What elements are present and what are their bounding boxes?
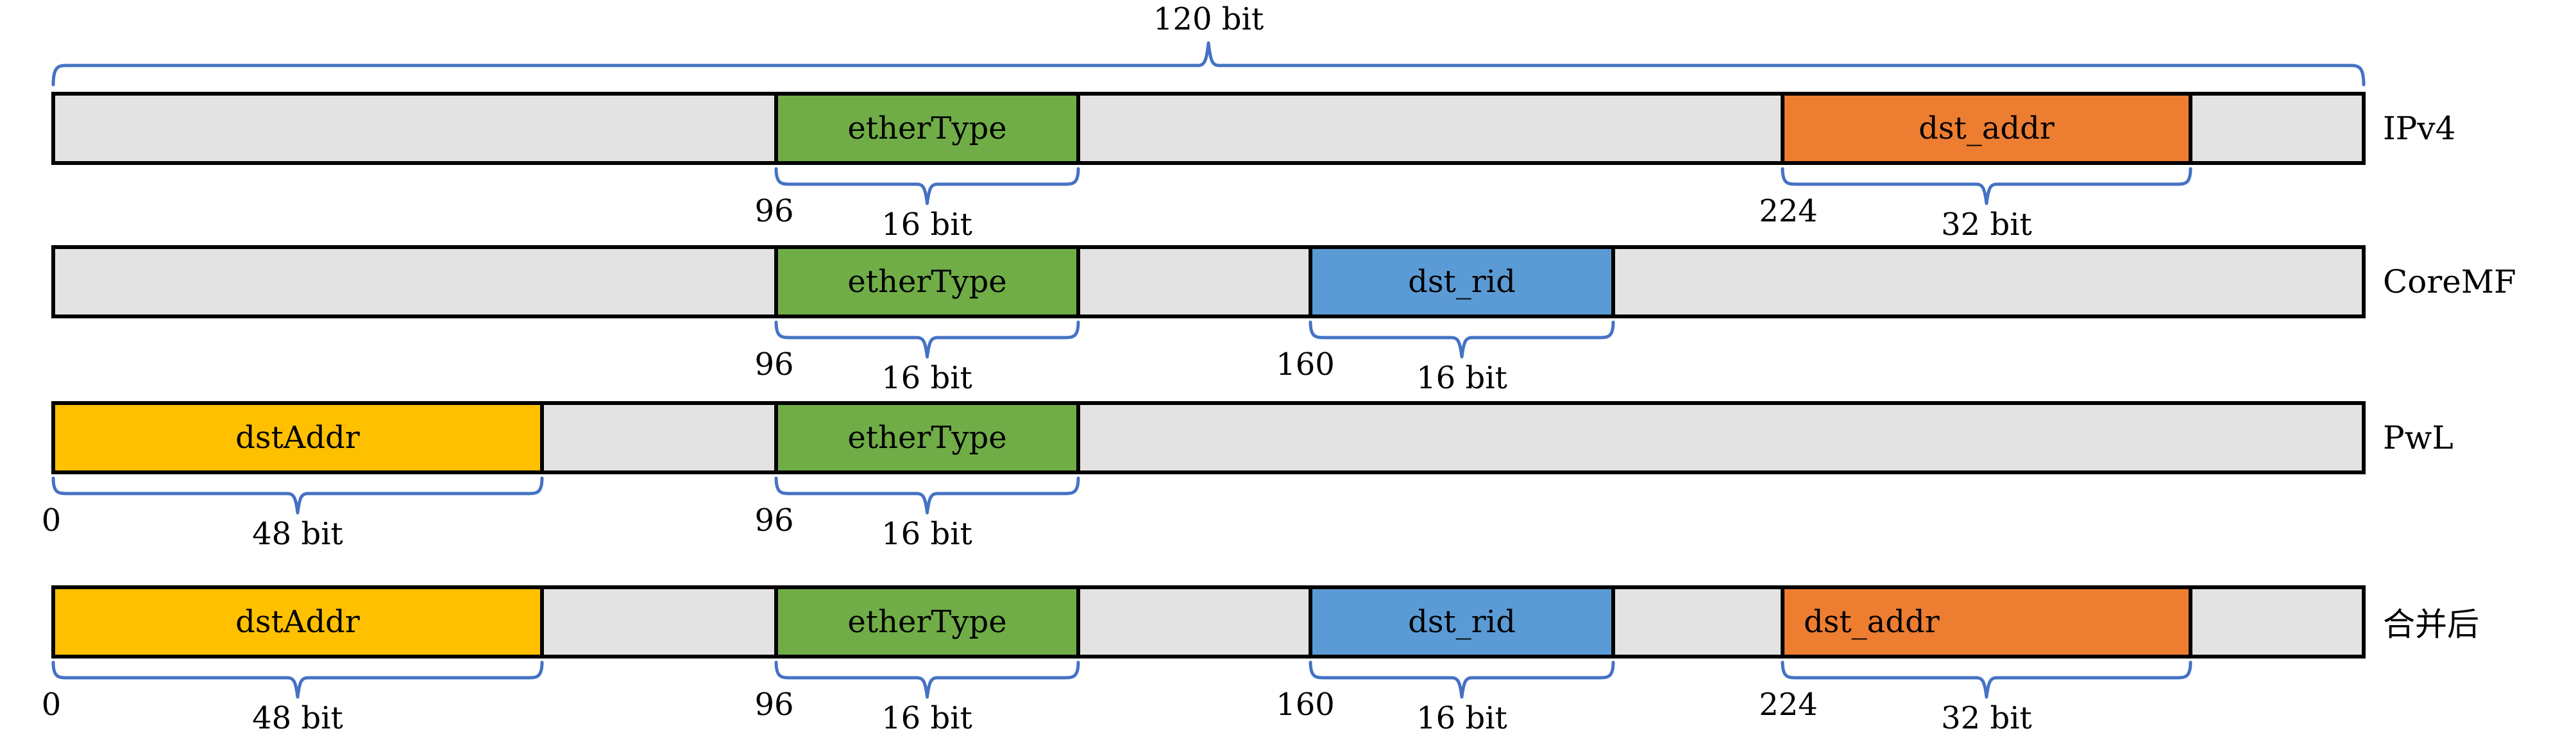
bit-width: 16 bit	[881, 207, 972, 243]
bit-offset: 224	[1759, 687, 1818, 723]
row-label-ipv4: IPv4	[2383, 110, 2456, 147]
bit-offset: 96	[754, 193, 794, 229]
brace-dst-addr	[1781, 660, 2192, 699]
bit-offset: 96	[754, 503, 794, 538]
row-label-pwl: PwL	[2383, 419, 2453, 456]
segment-dstaddr: dstAddr	[51, 401, 544, 474]
segment-dst-rid: dst_rid	[1309, 585, 1615, 659]
segment-ethertype: etherType	[774, 245, 1080, 318]
bit-width: 16 bit	[1416, 700, 1507, 736]
segment-dst-addr: dst_addr	[1781, 92, 2192, 165]
segment-dst-addr: dst_addr	[1781, 585, 2192, 659]
brace-dst-rid	[1309, 660, 1615, 699]
segment-dstaddr: dstAddr	[51, 585, 544, 659]
brace-dst-addr	[1781, 167, 2192, 205]
brace-dstaddr	[51, 660, 544, 699]
brace-ethertype	[774, 660, 1080, 699]
brace-dstaddr	[51, 476, 544, 515]
bit-width: 16 bit	[881, 516, 972, 552]
brace-ethertype	[774, 320, 1080, 359]
bit-offset: 96	[754, 687, 794, 723]
bit-width: 16 bit	[881, 360, 972, 396]
bit-width: 48 bit	[252, 516, 343, 552]
bit-width: 16 bit	[1416, 360, 1507, 396]
bit-width: 32 bit	[1941, 700, 2032, 736]
segment-ethertype: etherType	[774, 92, 1080, 165]
bit-offset: 224	[1759, 193, 1818, 229]
segment-dst-rid: dst_rid	[1309, 245, 1615, 318]
bit-offset: 96	[754, 347, 794, 383]
brace-ethertype	[774, 476, 1080, 515]
bit-offset: 160	[1276, 687, 1335, 723]
bit-offset: 160	[1276, 347, 1335, 383]
total-bits-label: 120 bit	[1153, 1, 1264, 37]
total-over-brace	[51, 41, 2366, 87]
brace-ethertype	[774, 167, 1080, 205]
bit-width: 32 bit	[1941, 207, 2032, 243]
bit-width: 16 bit	[881, 700, 972, 736]
row-label-coremf: CoreMF	[2383, 263, 2516, 300]
row-label-merged: 合并后	[2383, 606, 2479, 643]
segment-ethertype: etherType	[774, 401, 1080, 474]
segment-ethertype: etherType	[774, 585, 1080, 659]
bit-width: 48 bit	[252, 700, 343, 736]
brace-dst-rid	[1309, 320, 1615, 359]
bit-offset: 0	[41, 503, 62, 538]
bit-offset: 0	[41, 687, 62, 723]
bar-coremf	[51, 245, 2366, 318]
